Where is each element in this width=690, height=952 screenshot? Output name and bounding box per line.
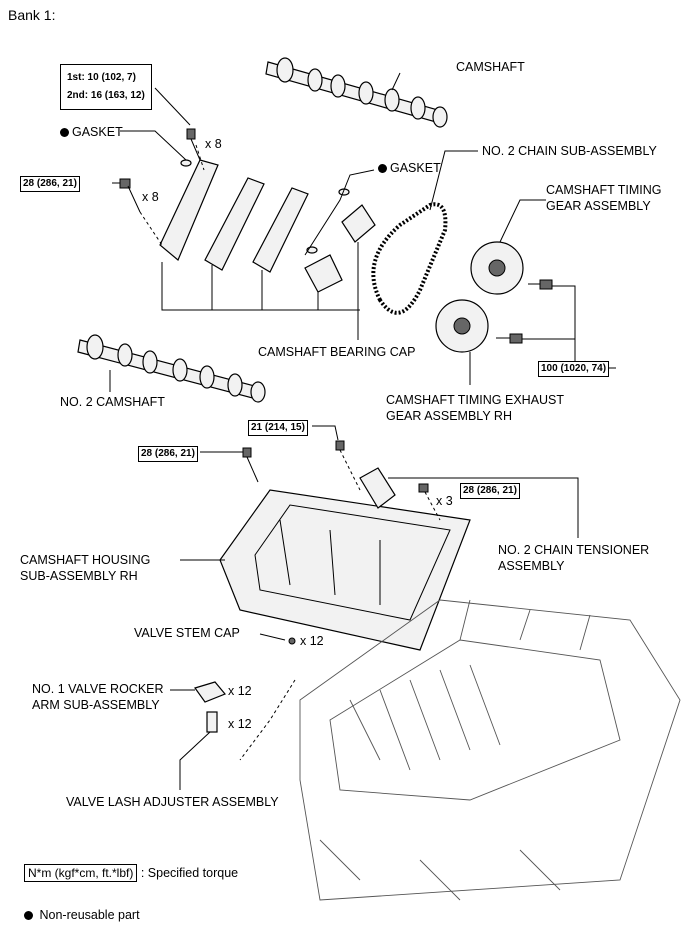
nonreusable-dot-icon [378,164,387,173]
qty-tensioner-bolts: x 3 [436,494,453,508]
bearing-caps-drawing [159,159,376,293]
label-housing-2: SUB-ASSEMBLY RH [20,569,138,583]
nonreusable-dot-icon [60,128,69,137]
label-gasket-left-text: GASKET [72,125,123,139]
no2-camshaft-drawing [77,334,266,403]
label-timing-gear-2: GEAR ASSEMBLY [546,199,651,213]
rocker-drawing [194,681,226,703]
tensioner-drawing [359,467,396,509]
label-no2-camshaft: NO. 2 CAMSHAFT [60,395,165,409]
qty-adjuster: x 12 [228,717,252,731]
torque-second: 2nd: 16 (163, 12) [67,90,145,101]
label-lash-adjuster: VALVE LASH ADJUSTER ASSEMBLY [66,795,279,809]
cylinder-head-drawing [299,599,681,901]
label-gasket-right: GASKET [378,161,441,176]
qty-rocker: x 12 [228,684,252,698]
label-rocker-2: ARM SUB-ASSEMBLY [32,698,160,712]
legend-torque-box: N*m (kgf*cm, ft.*lbf) [24,864,138,882]
label-tensioner-1: NO. 2 CHAIN TENSIONER [498,543,650,557]
label-exhaust-gear-2: GEAR ASSEMBLY RH [386,409,512,423]
adjuster-drawing [206,711,218,733]
label-valve-stem-cap: VALVE STEM CAP [134,626,240,640]
legend-nonreusable-text: Non-reusable part [39,908,140,922]
label-bearing-cap: CAMSHAFT BEARING CAP [258,345,416,359]
label-timing-gear-1: CAMSHAFT TIMING [546,183,662,197]
qty-cap-bolts: x 8 [205,137,222,151]
label-no2-chain: NO. 2 CHAIN SUB-ASSEMBLY [482,144,657,158]
label-camshaft: CAMSHAFT [456,60,525,74]
label-rocker-1: NO. 1 VALVE ROCKER [32,682,164,696]
label-tensioner-2: ASSEMBLY [498,559,565,573]
torque-box-tensioner-bolt: 21 (214, 15) [248,420,308,436]
torque-box-housing-bolts: 28 (286, 21) [460,483,520,499]
qty-side-bolts: x 8 [142,190,159,204]
torque-box-side-bolts: 28 (286, 21) [20,176,80,192]
legend-nonreusable: Non-reusable part [24,908,140,923]
torque-box-gear-bolts: 100 (1020, 74) [538,361,610,377]
nonreusable-dot-icon [24,911,33,920]
label-housing-1: CAMSHAFT HOUSING [20,553,151,567]
torque-box-cap-bolts: 1st: 10 (102, 7) 2nd: 16 (163, 12) [60,64,152,110]
legend-torque: N*m (kgf*cm, ft.*lbf) : Specified torque [24,864,239,882]
camshaft-drawing [265,57,448,128]
page-title: Bank 1: [8,7,56,23]
label-gasket-left: GASKET [60,125,123,140]
label-gasket-right-text: GASKET [390,161,441,175]
torque-box-housing-bolt: 28 (286, 21) [138,446,198,462]
camshaft-housing-drawing [219,489,471,651]
chain-drawing [371,202,448,315]
legend-torque-text: : Specified torque [140,866,239,880]
qty-stem-cap: x 12 [300,634,324,648]
label-exhaust-gear-1: CAMSHAFT TIMING EXHAUST [386,393,565,407]
torque-first: 1st: 10 (102, 7) [67,72,136,83]
